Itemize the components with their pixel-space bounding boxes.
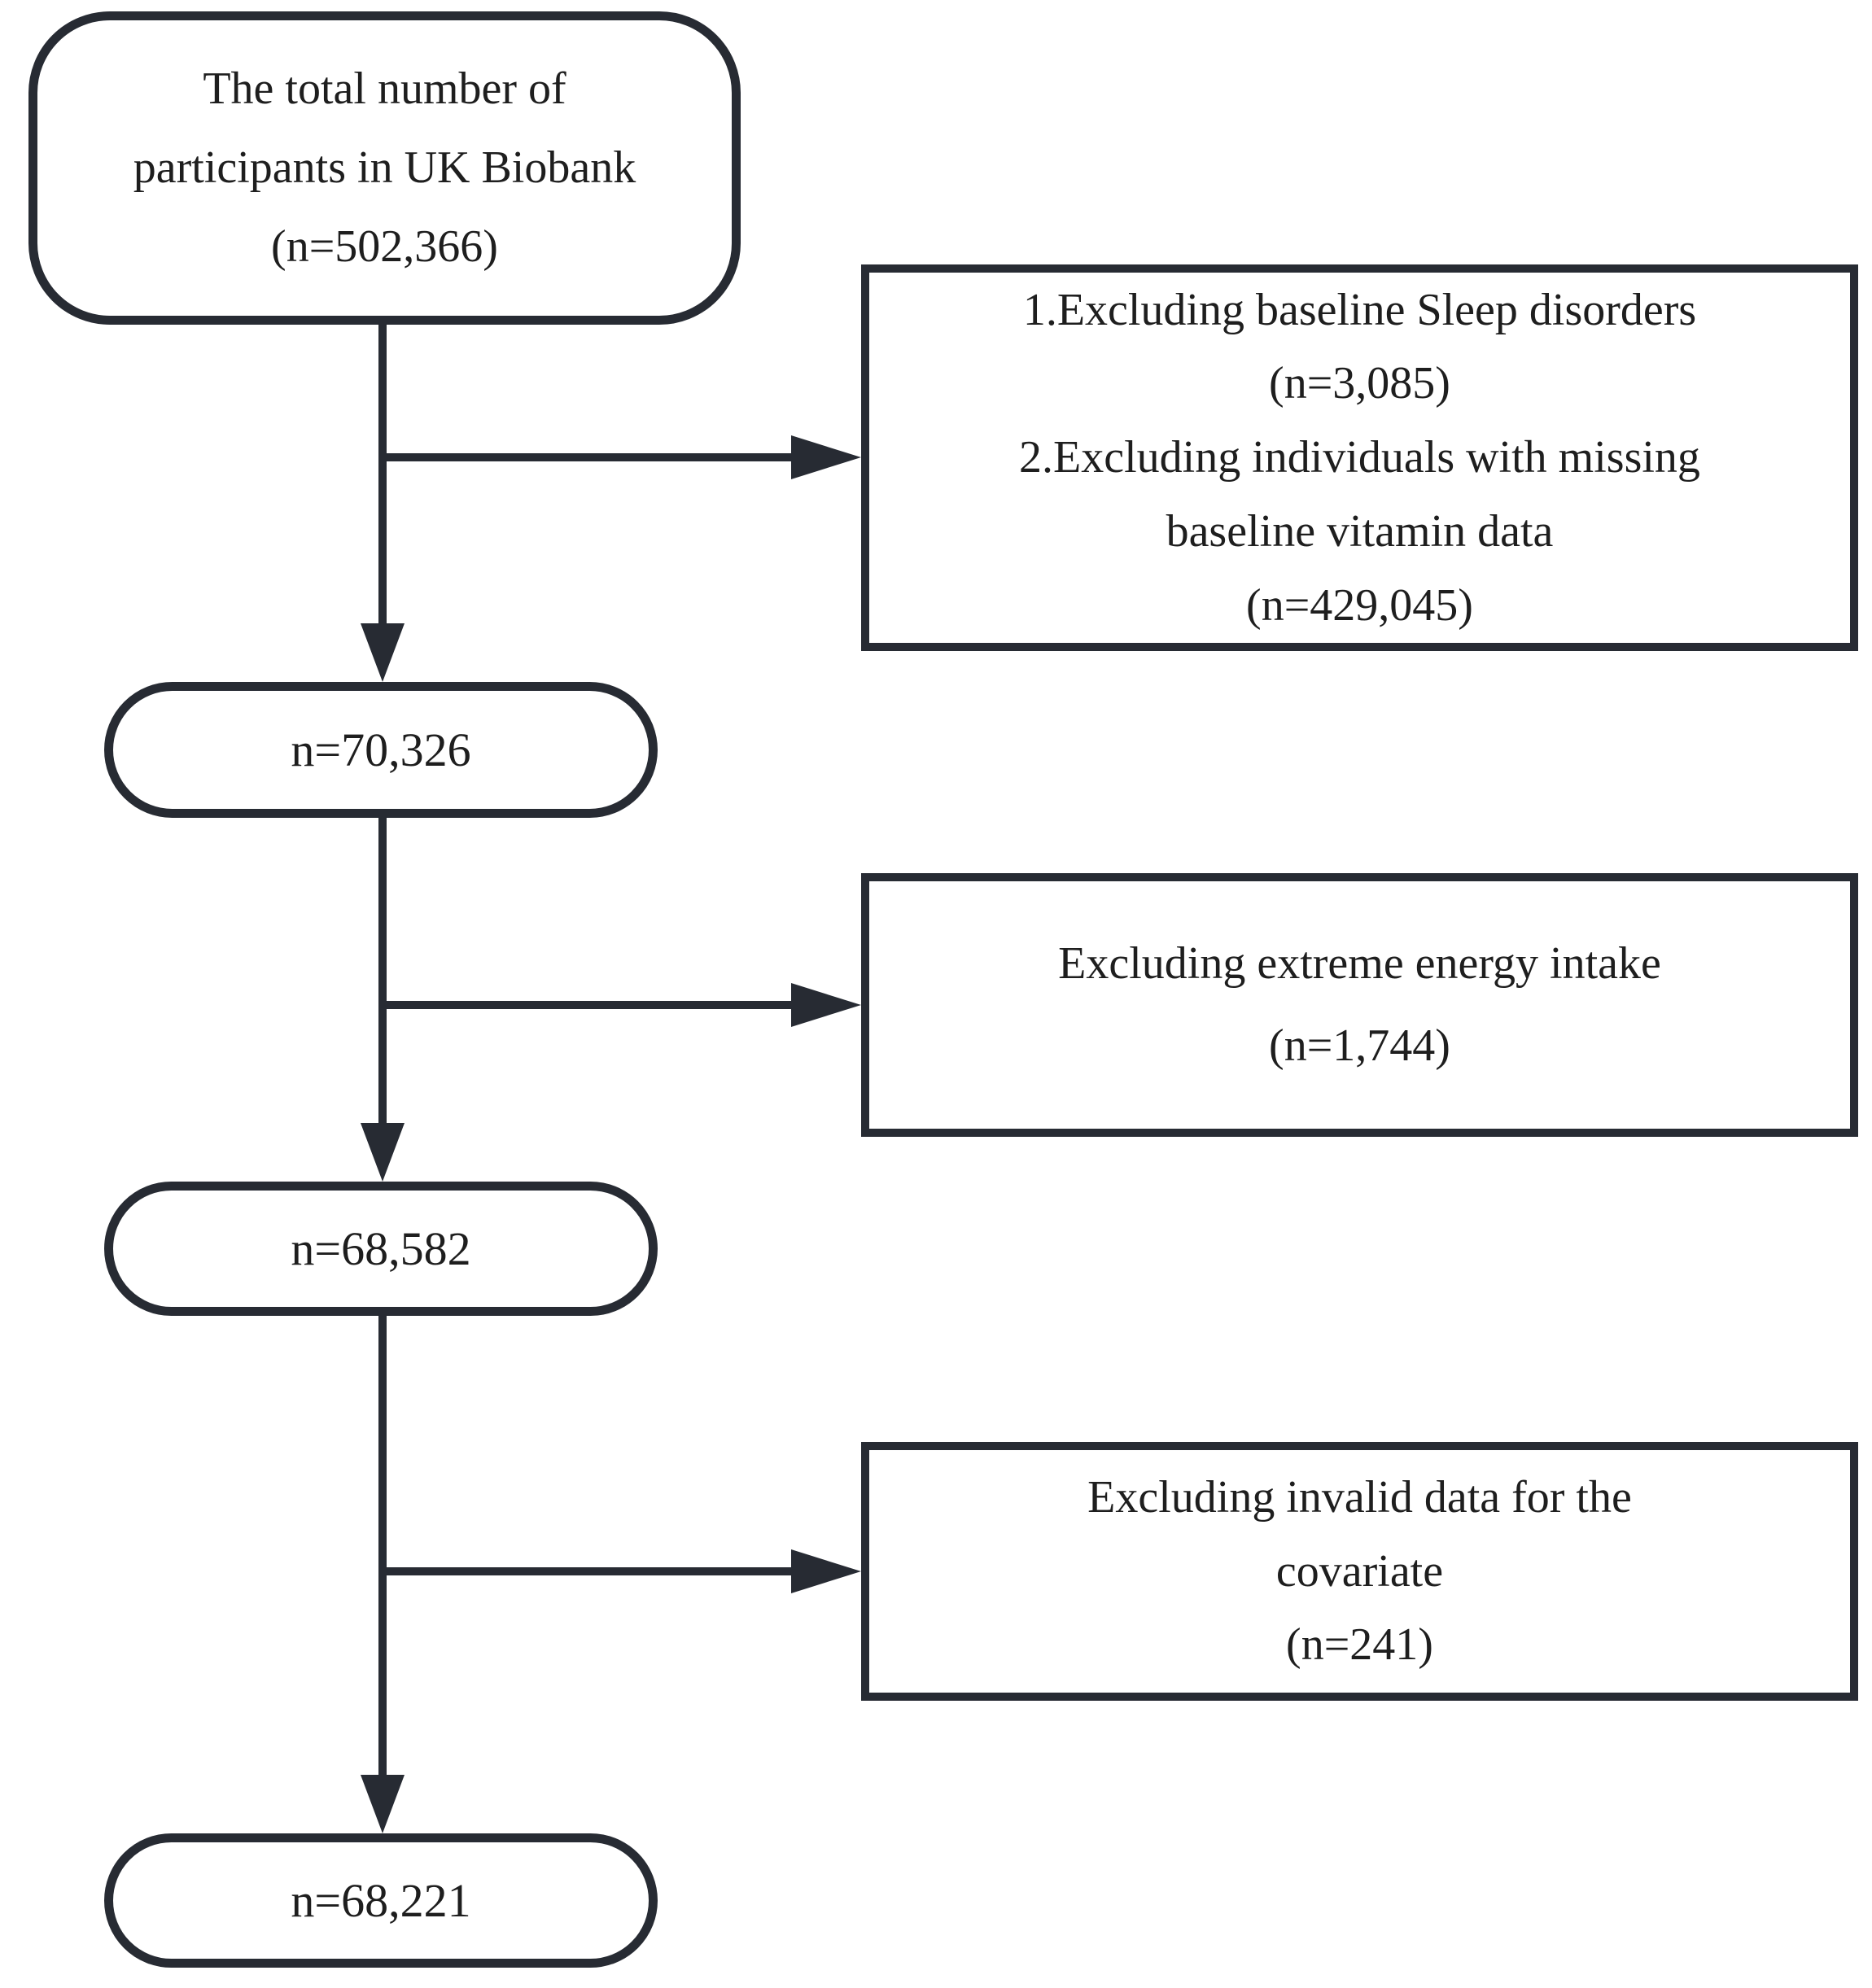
node-count-label: n=68,221 — [291, 1873, 471, 1927]
node-final-sample: n=68,221 — [104, 1833, 658, 1968]
connector-vertical-1 — [378, 325, 387, 624]
exclusion-text-line: covariate — [1275, 1545, 1444, 1597]
exclusion-text-line: (n=241) — [1286, 1619, 1433, 1671]
exclusion-text-line: (n=1,744) — [1269, 1020, 1450, 1071]
node-count-label: n=70,326 — [291, 723, 471, 776]
right-arrowhead-icon — [791, 983, 861, 1027]
node-after-first-exclusion: n=70,326 — [104, 682, 658, 818]
right-arrowhead-icon — [791, 435, 861, 479]
node-after-second-exclusion: n=68,582 — [104, 1182, 658, 1316]
connector-vertical-2 — [378, 816, 387, 1124]
connector-branch-1 — [378, 453, 792, 461]
exclusion-box-2: Excluding extreme energy intake (n=1,744… — [861, 873, 1858, 1137]
down-arrowhead-icon — [361, 623, 405, 682]
node-text-line: (n=502,366) — [271, 221, 498, 272]
node-text-line: The total number of — [203, 63, 566, 115]
connector-branch-2 — [378, 1001, 792, 1009]
exclusion-text-line: baseline vitamin data — [1166, 505, 1554, 557]
exclusion-box-1: 1.Excluding baseline Sleep disorders (n=… — [861, 264, 1858, 651]
exclusion-text-line: Excluding extreme energy intake — [1058, 938, 1661, 990]
node-text-line: participants in UK Biobank — [133, 142, 636, 194]
exclusion-text-line: 1.Excluding baseline Sleep disorders — [1022, 284, 1697, 335]
node-total-participants: The total number of participants in UK B… — [28, 11, 741, 325]
exclusion-text-line: Excluding invalid data for the — [1087, 1471, 1632, 1523]
exclusion-box-3: Excluding invalid data for the covariate… — [861, 1442, 1858, 1701]
exclusion-text-line: 2.Excluding individuals with missing — [1019, 432, 1700, 483]
node-count-label: n=68,582 — [291, 1221, 471, 1275]
right-arrowhead-icon — [791, 1549, 861, 1593]
exclusion-text-line: (n=3,085) — [1269, 358, 1450, 409]
down-arrowhead-icon — [361, 1775, 405, 1833]
connector-vertical-3 — [378, 1314, 387, 1776]
connector-branch-3 — [378, 1567, 792, 1575]
down-arrowhead-icon — [361, 1123, 405, 1182]
exclusion-text-line: (n=429,045) — [1246, 579, 1473, 631]
